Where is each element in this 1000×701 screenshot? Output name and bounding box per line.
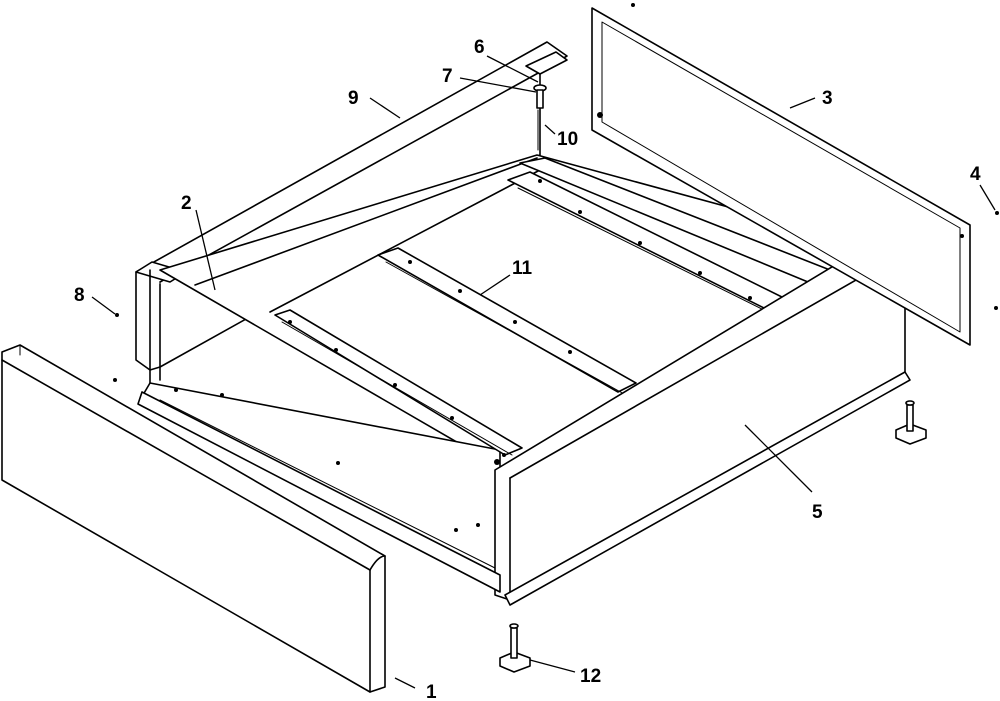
leader-lines [91,55,996,689]
callout-10: 10 [557,129,578,150]
rear-cover-panel [591,7,971,346]
corner-hardware [525,51,568,151]
cross-rails [274,157,831,456]
screws [113,3,999,382]
callout-11: 11 [512,258,533,279]
callout-9: 9 [348,88,359,109]
callout-5: 5 [812,502,823,523]
leveling-foot-right [895,400,927,445]
callout-1: 1 [426,682,437,701]
callout-3: 3 [822,88,833,109]
callout-6: 6 [474,37,485,58]
callout-12: 12 [580,666,601,687]
callouts: 1 2 3 4 5 6 7 8 9 10 11 12 [74,37,981,701]
callout-4: 4 [970,164,981,185]
leveling-foot-front [499,623,531,673]
callout-2: 2 [181,193,192,214]
callout-7: 7 [442,66,453,87]
callout-8: 8 [74,285,85,306]
front-kick-panel [1,344,386,693]
front-rail [137,388,506,593]
